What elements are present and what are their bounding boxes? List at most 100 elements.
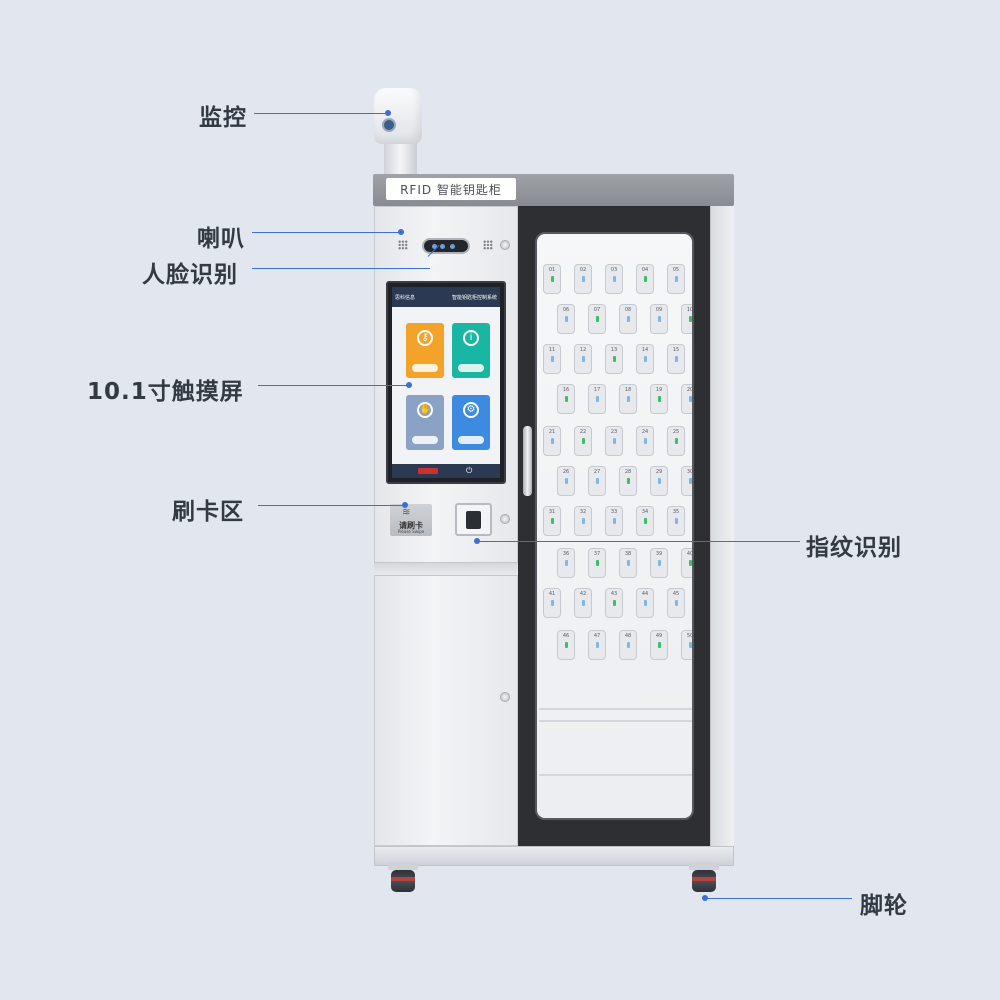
key-status-led xyxy=(658,560,661,566)
key-status-led xyxy=(613,600,616,606)
camera-pole xyxy=(384,140,417,176)
key-slot: 06 xyxy=(557,304,575,334)
key-slot: 46 xyxy=(557,630,575,660)
key-slot-number: 44 xyxy=(641,591,649,597)
screen-header: 思科信息 智能钥匙柜控制系统 xyxy=(392,287,500,307)
key-slot-number: 14 xyxy=(641,347,649,353)
key-slot-number: 01 xyxy=(548,267,556,273)
caster-wheel-right xyxy=(689,862,719,896)
key-status-led xyxy=(582,276,585,282)
leader-face-recognition xyxy=(252,268,430,270)
key-slot: 01 xyxy=(543,264,561,294)
key-slot: 50 xyxy=(681,630,692,660)
key-slot-number: 32 xyxy=(579,509,587,515)
card-reader: ≋ 请刷卡 Please Swipe xyxy=(390,504,432,536)
key-status-led xyxy=(675,600,678,606)
key-status-led xyxy=(613,438,616,444)
key-slot-number: 02 xyxy=(579,267,587,273)
key-slot: 32 xyxy=(574,506,592,536)
key-slot: 49 xyxy=(650,630,668,660)
key-slot-number: 05 xyxy=(672,267,680,273)
surveillance-camera xyxy=(374,88,422,144)
key-status-led xyxy=(596,560,599,566)
key-status-led xyxy=(627,642,630,648)
key-status-led xyxy=(596,642,599,648)
key-status-led xyxy=(613,518,616,524)
key-status-led xyxy=(644,600,647,606)
shelf-line xyxy=(539,774,692,776)
key-status-led xyxy=(565,560,568,566)
key-slot: 40 xyxy=(681,548,692,578)
key-slot-number: 37 xyxy=(593,551,601,557)
key-slot-number: 06 xyxy=(562,307,570,313)
key-slot-number: 16 xyxy=(562,387,570,393)
key-status-led xyxy=(675,518,678,524)
key-status-led xyxy=(596,396,599,402)
leader-card-area xyxy=(258,505,404,507)
key-slot: 43 xyxy=(605,588,623,618)
key-status-led xyxy=(644,438,647,444)
key-slot-number: 43 xyxy=(610,591,618,597)
cabinet-nameplate: RFID 智能钥匙柜 xyxy=(386,178,516,200)
key-slot-number: 04 xyxy=(641,267,649,273)
power-icon: ⏻ xyxy=(466,466,473,475)
key-slot: 18 xyxy=(619,384,637,414)
card-reader-text: 请刷卡 xyxy=(399,521,423,530)
key-status-led xyxy=(675,438,678,444)
door-handle xyxy=(523,426,532,496)
hand-key-icon: ✋ xyxy=(417,402,433,418)
key-slot-number: 21 xyxy=(548,429,556,435)
leader-casters xyxy=(706,898,852,900)
key-slot-number: 22 xyxy=(579,429,587,435)
key-status-led xyxy=(551,276,554,282)
key-slot: 34 xyxy=(636,506,654,536)
screw xyxy=(500,240,510,250)
key-status-led xyxy=(582,518,585,524)
leader-fingerprint xyxy=(478,541,800,543)
key-slot-number: 03 xyxy=(610,267,618,273)
key-icon: ⚷ xyxy=(417,330,433,346)
shelf-line xyxy=(539,708,692,710)
label-touchscreen: 10.1寸触摸屏 xyxy=(87,379,244,405)
cabinet-base xyxy=(374,846,734,866)
key-slot: 38 xyxy=(619,548,637,578)
key-status-led xyxy=(582,438,585,444)
key-status-led xyxy=(658,478,661,484)
key-slot-number: 12 xyxy=(579,347,587,353)
screen-tile-teal: i xyxy=(452,323,490,378)
key-slot-number: 34 xyxy=(641,509,649,515)
key-slot: 31 xyxy=(543,506,561,536)
key-slot-number: 47 xyxy=(593,633,601,639)
key-status-led xyxy=(582,600,585,606)
key-status-led xyxy=(565,316,568,322)
key-slot: 05 xyxy=(667,264,685,294)
key-slot: 45 xyxy=(667,588,685,618)
key-slot-number: 23 xyxy=(610,429,618,435)
key-slot: 08 xyxy=(619,304,637,334)
key-slot-number: 08 xyxy=(624,307,632,313)
key-status-led xyxy=(565,642,568,648)
key-status-led xyxy=(596,316,599,322)
key-slot-number: 20 xyxy=(686,387,694,393)
fingerprint-scanner xyxy=(455,503,492,536)
key-status-led xyxy=(627,396,630,402)
key-slot-number: 42 xyxy=(579,591,587,597)
key-status-led xyxy=(689,478,692,484)
key-slot: 44 xyxy=(636,588,654,618)
screen-tile-orange: ⚷ xyxy=(406,323,444,378)
key-status-led xyxy=(689,560,692,566)
key-slot-number: 48 xyxy=(624,633,632,639)
key-slot-number: 45 xyxy=(672,591,680,597)
label-fingerprint: 指纹识别 xyxy=(806,535,902,561)
key-slot-number: 27 xyxy=(593,469,601,475)
key-slot: 27 xyxy=(588,466,606,496)
speaker-grille-right xyxy=(483,240,493,250)
key-slot-number: 36 xyxy=(562,551,570,557)
camera-lens xyxy=(384,120,394,130)
key-slot-number: 33 xyxy=(610,509,618,515)
screen-footer: ⏻ xyxy=(392,464,500,478)
key-status-led xyxy=(658,396,661,402)
key-status-led xyxy=(658,316,661,322)
key-slot: 41 xyxy=(543,588,561,618)
label-casters: 脚轮 xyxy=(860,893,908,919)
